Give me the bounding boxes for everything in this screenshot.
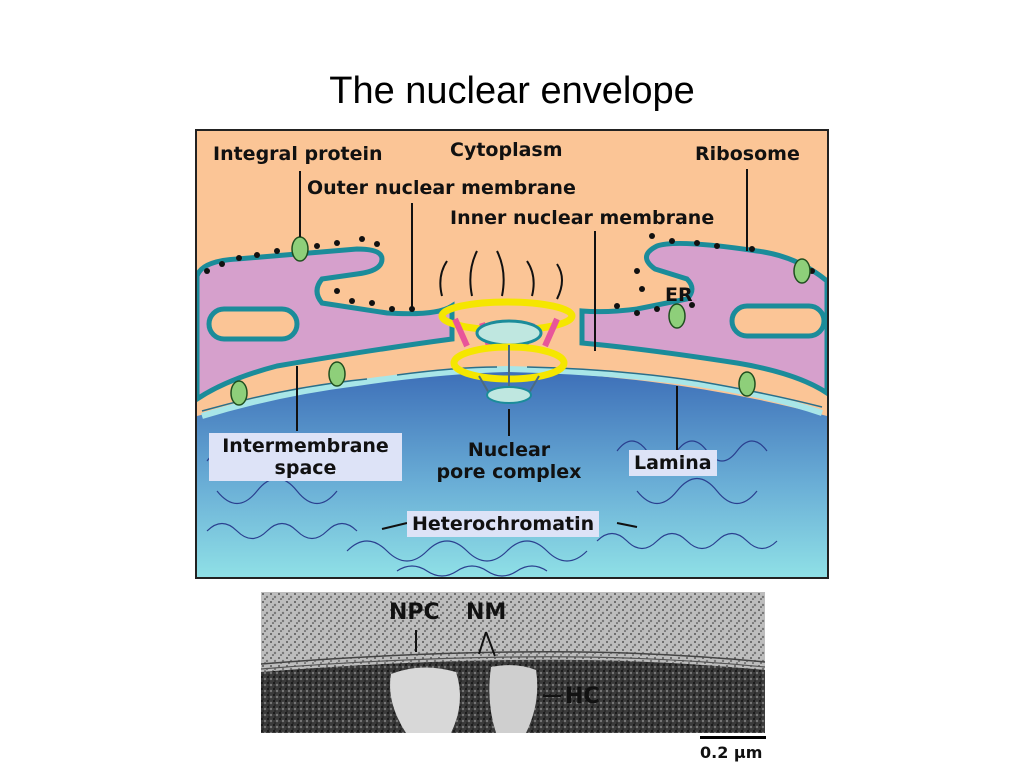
nuclear-envelope-diagram: Integral protein Cytoplasm Ribosome Oute…: [195, 129, 829, 579]
scale-bar-label: 0.2 μm: [700, 743, 763, 762]
label-nuclear-pore-complex-line2: pore complex: [436, 461, 582, 483]
label-intermembrane-space-line1: Intermembrane: [222, 435, 389, 457]
nucleus-region: [197, 371, 827, 577]
label-nuclear-pore-complex-line1: Nuclear: [467, 439, 551, 461]
nuclear-pore-complex: [438, 250, 576, 404]
diagram-illustration: [197, 131, 827, 577]
integral-proteins: [230, 236, 811, 406]
label-nuclear-pore-complex: Nuclear pore complex: [425, 439, 593, 483]
ribosome-dots: [204, 233, 815, 316]
leader-lines: [296, 169, 748, 530]
label-intermembrane-space-line2: space: [274, 457, 337, 479]
label-heterochromatin: Heterochromatin: [407, 511, 600, 537]
label-er: ER: [665, 284, 693, 306]
label-hc: HC: [565, 684, 600, 709]
label-intermembrane-space: Intermembrane space: [209, 433, 402, 481]
label-ribosome: Ribosome: [695, 143, 800, 165]
left-envelope-lumen: [197, 246, 455, 403]
lamina-mesh: [201, 365, 823, 419]
scale-bar: 0.2 μm: [700, 736, 766, 762]
right-er-cisterna: [729, 303, 827, 339]
slide-title: The nuclear envelope: [329, 70, 695, 112]
right-envelope-lumen: [579, 240, 827, 397]
scale-bar-line: [700, 736, 766, 739]
label-npc: NPC: [389, 600, 440, 625]
label-nm: NM: [466, 600, 507, 625]
left-er-cisterna: [206, 306, 300, 342]
micrograph-membrane: [261, 650, 765, 665]
electron-micrograph: NPC NM HC: [261, 592, 765, 733]
label-cytoplasm: Cytoplasm: [450, 139, 563, 161]
label-outer-nuclear-membrane: Outer nuclear membrane: [307, 177, 576, 199]
label-integral-protein: Integral protein: [213, 143, 383, 165]
micrograph-pore-gap: [390, 667, 460, 733]
label-inner-nuclear-membrane: Inner nuclear membrane: [450, 207, 715, 229]
label-lamina: Lamina: [629, 450, 717, 476]
micrograph-image: [261, 592, 765, 733]
